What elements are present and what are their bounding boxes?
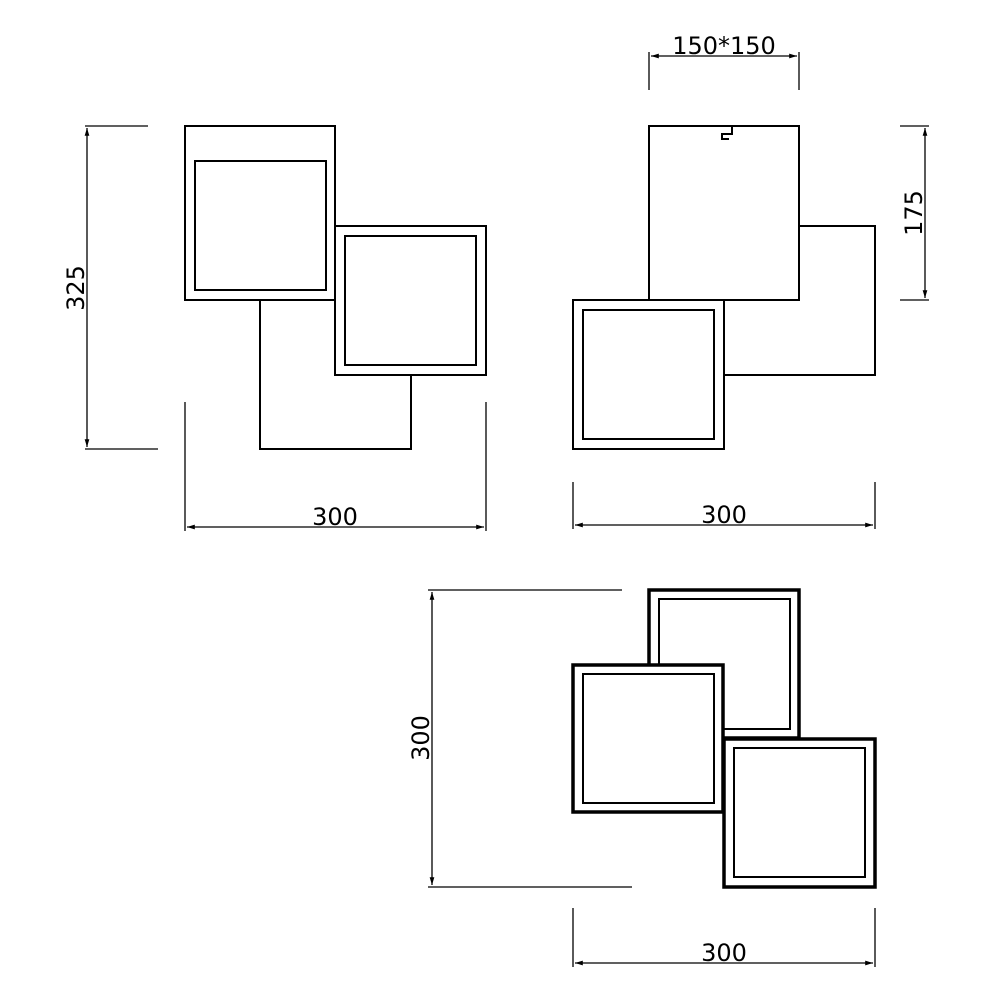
size-label: 150*150 xyxy=(672,32,776,60)
height-dimension: 300 xyxy=(407,589,632,888)
right-square-outer xyxy=(334,225,487,376)
width-label: 300 xyxy=(701,501,747,529)
height-label: 300 xyxy=(407,715,435,761)
height-label: 175 xyxy=(900,190,928,236)
upper-square xyxy=(648,125,800,301)
side-view: 150*150 175 300 xyxy=(572,32,929,529)
square-c-inner xyxy=(733,747,866,878)
square-c-outer xyxy=(722,737,877,889)
top-view: 300 300 xyxy=(407,588,877,967)
square-b-inner xyxy=(582,673,715,804)
height-dimension: 175 xyxy=(900,125,929,301)
width-dimension: 300 xyxy=(184,402,487,531)
square-b-outer xyxy=(571,663,725,814)
width-dimension: 300 xyxy=(572,482,876,529)
right-square-inner xyxy=(344,235,477,366)
width-label: 300 xyxy=(312,503,358,531)
upper-square-outer xyxy=(184,125,336,301)
front-square-inner xyxy=(582,309,715,440)
front-square-outer xyxy=(572,299,725,450)
height-dimension: 325 xyxy=(62,125,158,450)
upper-square-inner xyxy=(194,160,327,291)
size-dimension: 150*150 xyxy=(648,32,800,90)
width-label: 300 xyxy=(701,939,747,967)
front-view: 325 300 xyxy=(62,125,487,531)
width-dimension: 300 xyxy=(572,908,876,967)
hanger-hook-icon xyxy=(721,126,733,140)
height-label: 325 xyxy=(62,265,90,311)
